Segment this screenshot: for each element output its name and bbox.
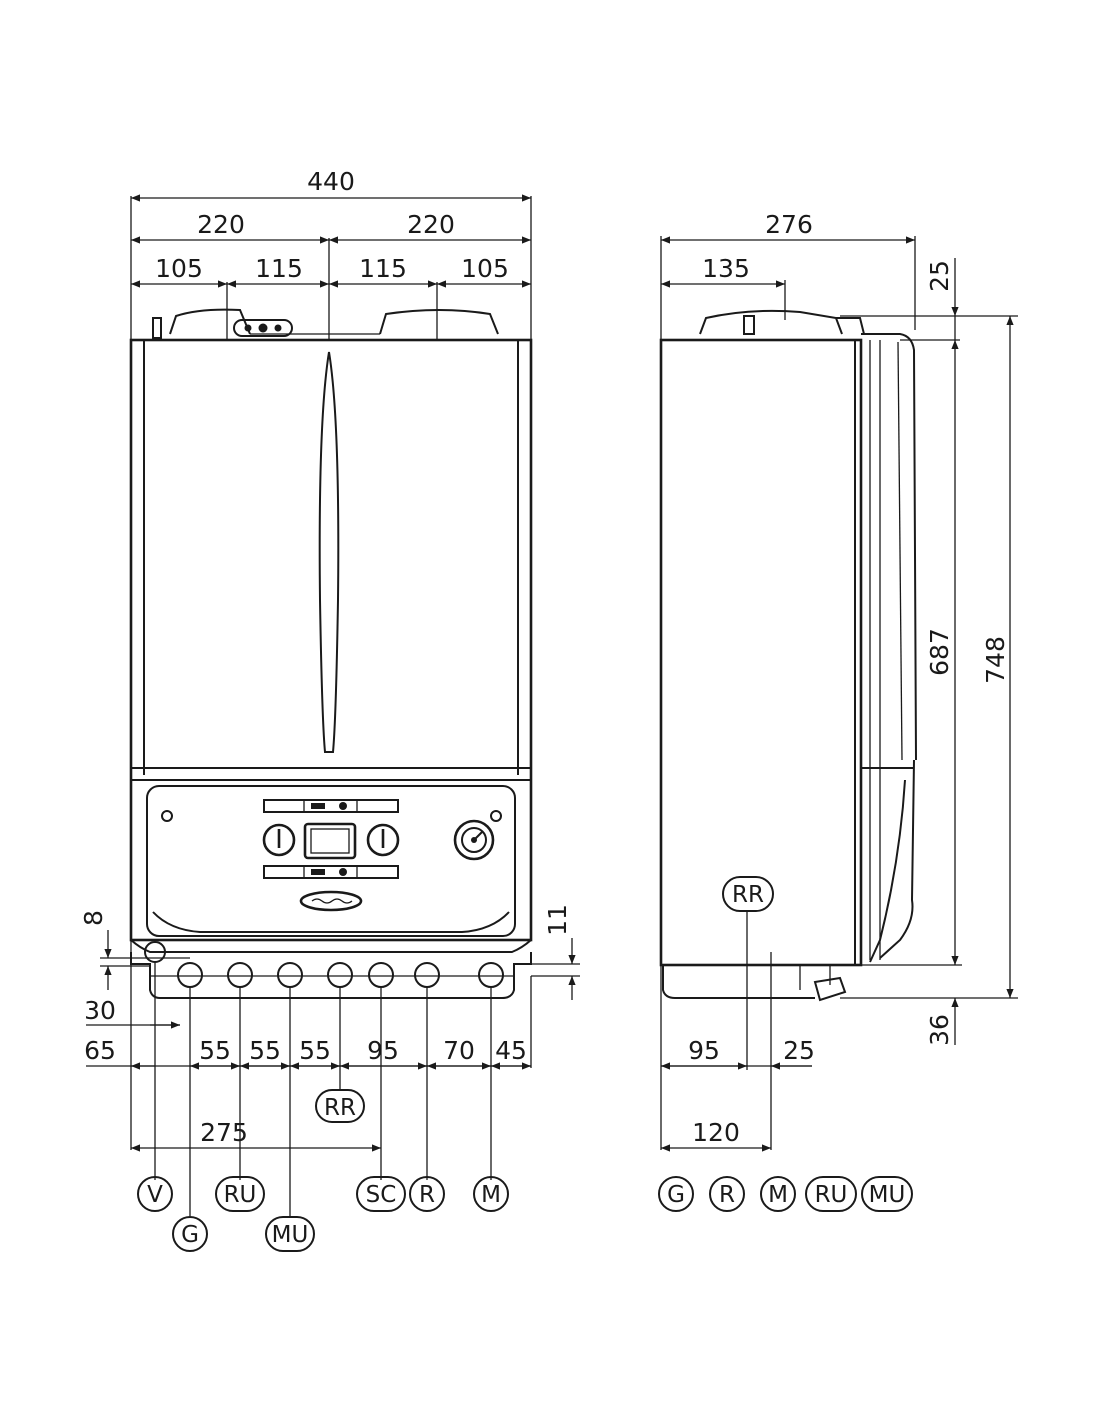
brand-logo-icon [299, 890, 363, 912]
conn-m: M [481, 1182, 501, 1208]
dim-220-right: 220 [407, 210, 455, 239]
dim-25-top: 25 [925, 260, 954, 292]
dim-25-side: 25 [783, 1036, 815, 1065]
side-conn-m: M [768, 1182, 788, 1208]
side-top-dimensions: 276 135 [660, 210, 916, 340]
dim-11: 11 [543, 904, 572, 936]
conn-sc: SC [366, 1182, 397, 1208]
conn-v: V [147, 1182, 163, 1208]
side-connection-labels: G R M RU MU [658, 1176, 913, 1212]
side-conn-ru: RU [815, 1182, 848, 1208]
power-knob-icon [262, 823, 400, 857]
dim-115-left: 115 [255, 254, 303, 283]
side-conn-g: G [667, 1182, 685, 1208]
side-conn-mu: MU [869, 1182, 906, 1208]
rr-label-side: RR [732, 882, 764, 908]
side-right-dimensions: 25 687 748 36 [840, 258, 1018, 1046]
dim-120: 120 [692, 1118, 740, 1147]
rr-label-front: RR [324, 1095, 356, 1121]
front-connection-labels: V G RU MU SC R M [137, 1176, 509, 1252]
dim-70: 70 [443, 1036, 475, 1065]
dim-36: 36 [925, 1014, 954, 1046]
dim-55-b: 55 [249, 1036, 281, 1065]
dim-276: 276 [765, 210, 813, 239]
dim-105-right: 105 [461, 254, 509, 283]
front-connection-stubs [144, 941, 504, 988]
conn-r: R [419, 1182, 435, 1208]
front-boiler-body [129, 308, 533, 999]
side-boiler-body [659, 309, 917, 1002]
dim-748: 748 [981, 636, 1010, 684]
side-conn-r: R [719, 1182, 735, 1208]
side-bottom-dimensions: 95 25 120 RR [660, 876, 815, 1152]
dim-8: 8 [79, 910, 108, 926]
conn-g: G [181, 1222, 199, 1248]
dim-220-left: 220 [197, 210, 245, 239]
front-top-dimensions: 440 220 220 105 115 115 105 [130, 167, 532, 340]
dim-30: 30 [84, 996, 116, 1025]
front-view: 440 220 220 105 115 115 105 [79, 167, 580, 1252]
conn-ru: RU [224, 1182, 257, 1208]
dim-275: 275 [200, 1118, 248, 1147]
dim-55-a: 55 [199, 1036, 231, 1065]
dim-65: 65 [84, 1036, 116, 1065]
dim-105-left: 105 [155, 254, 203, 283]
dim-115-right: 115 [359, 254, 407, 283]
dim-55-c: 55 [299, 1036, 331, 1065]
dim-135: 135 [702, 254, 750, 283]
front-right-dimensions: 11 [531, 904, 580, 1000]
conn-mu: MU [272, 1222, 309, 1248]
pressure-gauge-icon [453, 819, 495, 861]
side-view: 276 135 [658, 210, 1018, 1212]
dim-440: 440 [307, 167, 355, 196]
front-bottom-dimensions: 65 55 55 55 95 70 45 275 RR [84, 940, 532, 1216]
dim-687: 687 [925, 628, 954, 676]
front-left-dimensions: 8 30 [79, 910, 190, 1029]
dim-45: 45 [495, 1036, 527, 1065]
dim-95-side: 95 [688, 1036, 720, 1065]
dim-95: 95 [367, 1036, 399, 1065]
